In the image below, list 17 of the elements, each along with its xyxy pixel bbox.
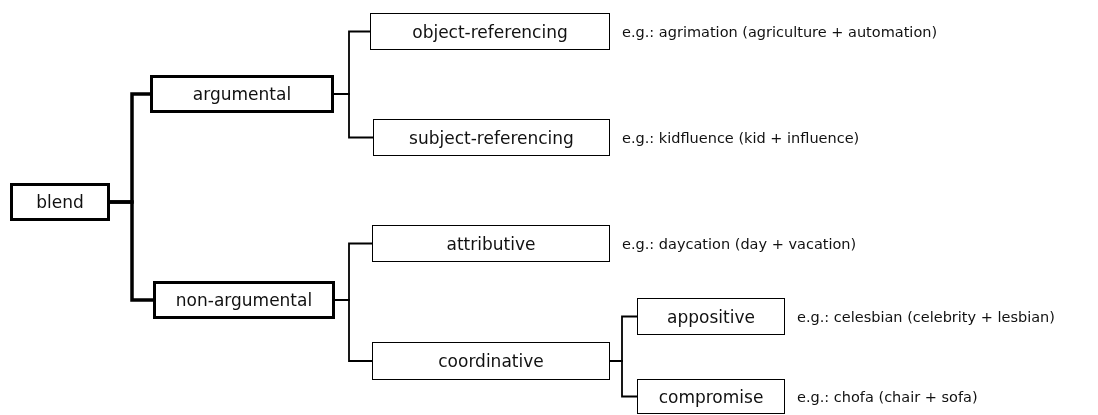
category-box: appositive (637, 298, 785, 335)
connector-line (333, 93, 374, 139)
example-text: e.g.: kidfluence (kid + influence) (622, 129, 860, 146)
category-box: coordinative (372, 342, 610, 380)
category-box: object-referencing (370, 13, 610, 50)
category-box: attributive (372, 225, 610, 262)
example-text: e.g.: agrimation (agriculture + automation) (622, 23, 938, 40)
category-box: argumental (150, 75, 334, 113)
example-text: e.g.: chofa (chair + sofa) (797, 388, 978, 405)
example-text: e.g.: celesbian (celebrity + lesbian) (797, 308, 1055, 325)
category-box: subject-referencing (373, 119, 610, 156)
category-box: blend (10, 183, 110, 221)
example-text: e.g.: daycation (day + vacation) (622, 235, 857, 252)
connector-line (110, 200, 153, 302)
category-box: non-argumental (153, 281, 335, 319)
category-box: compromise (637, 379, 785, 414)
connector-line (609, 360, 638, 398)
